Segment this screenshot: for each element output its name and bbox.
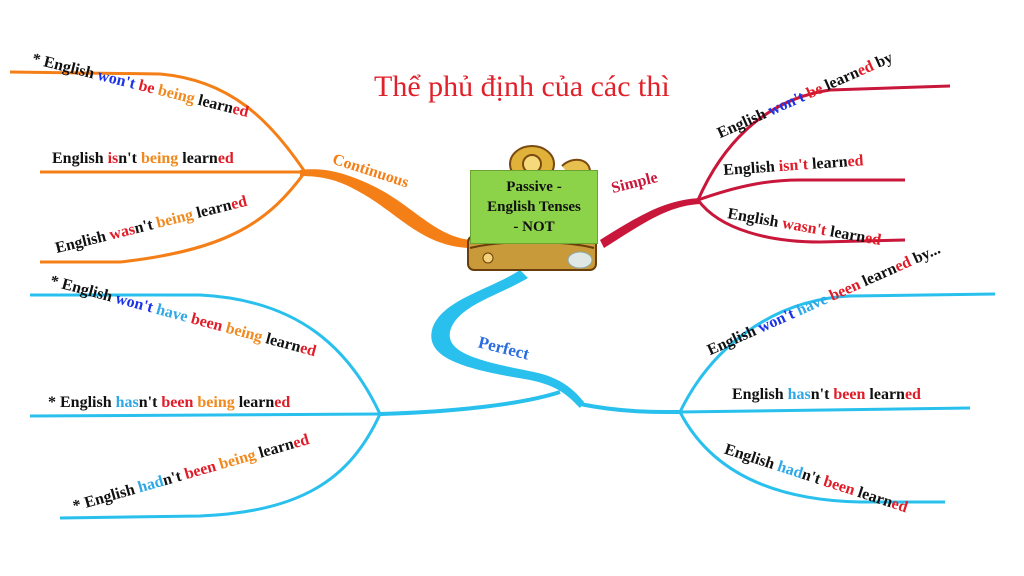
sentence-continuous-present: English isn't being learned xyxy=(52,150,234,167)
perfect-right-stem xyxy=(579,402,681,414)
simple-branch-3 xyxy=(696,199,906,244)
perfect-right-branch-2 xyxy=(679,406,971,414)
perfect-left-branch-1 xyxy=(30,293,382,415)
sentence-perfect-present-continuous: * English hasn't been being learned xyxy=(48,394,291,411)
continuous-branch-3 xyxy=(40,171,307,264)
continuous-branch-1 xyxy=(9,70,307,173)
perfect-right-branch-1 xyxy=(678,292,996,413)
sentence-perfect-present: English hasn't been learned xyxy=(732,386,921,403)
simple-branch-1 xyxy=(696,84,951,201)
perfect-left-stem xyxy=(379,390,561,416)
simple-trunk xyxy=(600,198,700,248)
perfect-left-branch-3 xyxy=(59,413,382,520)
diagram-title: Thể phủ định của các thì xyxy=(374,70,670,103)
center-line-1: Passive - xyxy=(506,179,562,195)
continuous-trunk xyxy=(300,169,470,248)
perfect-left-branch-2 xyxy=(29,412,381,418)
center-topic: Passive - English Tenses - NOT xyxy=(470,170,598,244)
center-line-2: English Tenses xyxy=(487,199,581,215)
perfect-right-branch-3 xyxy=(678,411,945,504)
perfect-trunk xyxy=(431,270,584,408)
simple-branch-2 xyxy=(697,178,905,202)
center-line-3: - NOT xyxy=(513,219,555,235)
